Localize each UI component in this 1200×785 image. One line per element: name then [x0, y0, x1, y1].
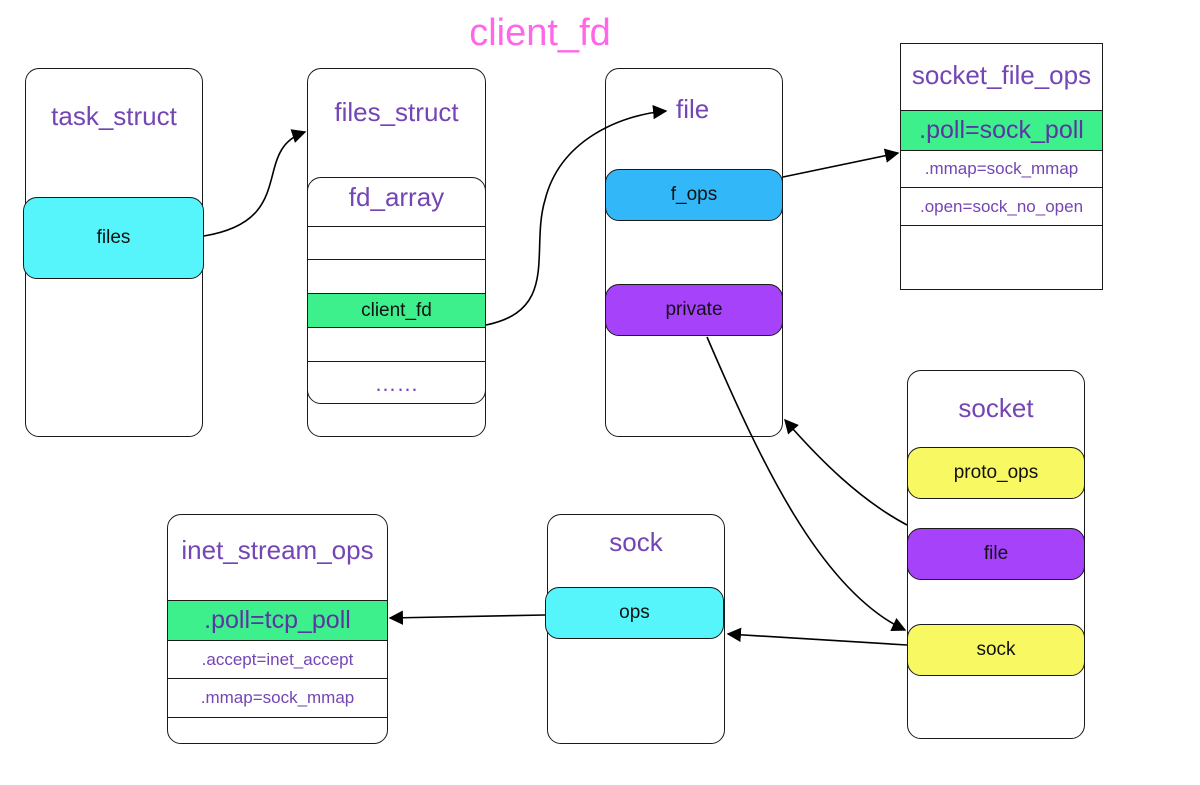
inet-stream-ops-title: inet_stream_ops [181, 535, 374, 565]
sock-mmap-row: .mmap=sock_mmap [901, 150, 1102, 187]
files-field: files [23, 197, 204, 279]
socket-sock-field: sock [907, 624, 1085, 676]
empty-row [168, 717, 387, 718]
client-fd-to-file-arrow [485, 104, 668, 326]
private-field: private [605, 284, 783, 336]
client-fd-slot: client_fd [308, 293, 485, 327]
proto-ops-field: proto_ops [907, 447, 1085, 499]
file-title: file [676, 94, 710, 124]
diagram-title: client_fd [469, 12, 611, 54]
tcp-poll-row: .poll=tcp_poll [168, 600, 387, 640]
ops-to-tcp-poll-arrow [388, 610, 546, 625]
sock-mmap-row: .mmap=sock_mmap [168, 678, 387, 717]
socket-file-to-file-arrow [784, 418, 908, 526]
fd-array-slot [308, 327, 485, 361]
fd-array-ellipsis: …… [308, 361, 485, 403]
fd-array-slot [308, 226, 485, 259]
task-struct-title: task_struct [51, 101, 177, 131]
socket-title: socket [958, 393, 1034, 423]
files-to-files-struct-arrow [203, 129, 307, 237]
sock-title: sock [609, 527, 663, 557]
ops-field: ops [545, 587, 724, 639]
socket-file-ops-box: socket_file_ops .poll=sock_poll .mmap=so… [900, 43, 1103, 290]
sock-poll-row: .poll=sock_poll [901, 110, 1102, 150]
socket-file-field: file [907, 528, 1085, 580]
f-ops-to-socket-file-ops-arrow [782, 148, 900, 178]
fd-array-title: fd_array [348, 182, 445, 212]
fd-array-slot [308, 259, 485, 293]
fd-array-box: fd_array client_fd …… [307, 177, 486, 404]
private-to-socket-sock-arrow [706, 336, 907, 631]
socket-sock-to-sock-arrow [726, 627, 908, 646]
sock-no-open-row: .open=sock_no_open [901, 187, 1102, 225]
f-ops-field: f_ops [605, 169, 783, 221]
files-struct-title: files_struct [334, 97, 459, 127]
file-box [605, 68, 783, 437]
inet-accept-row: .accept=inet_accept [168, 640, 387, 678]
socket-file-ops-title: socket_file_ops [911, 60, 1092, 90]
empty-row [901, 225, 1102, 226]
inet-stream-ops-box: inet_stream_ops .poll=tcp_poll .accept=i… [167, 514, 388, 744]
